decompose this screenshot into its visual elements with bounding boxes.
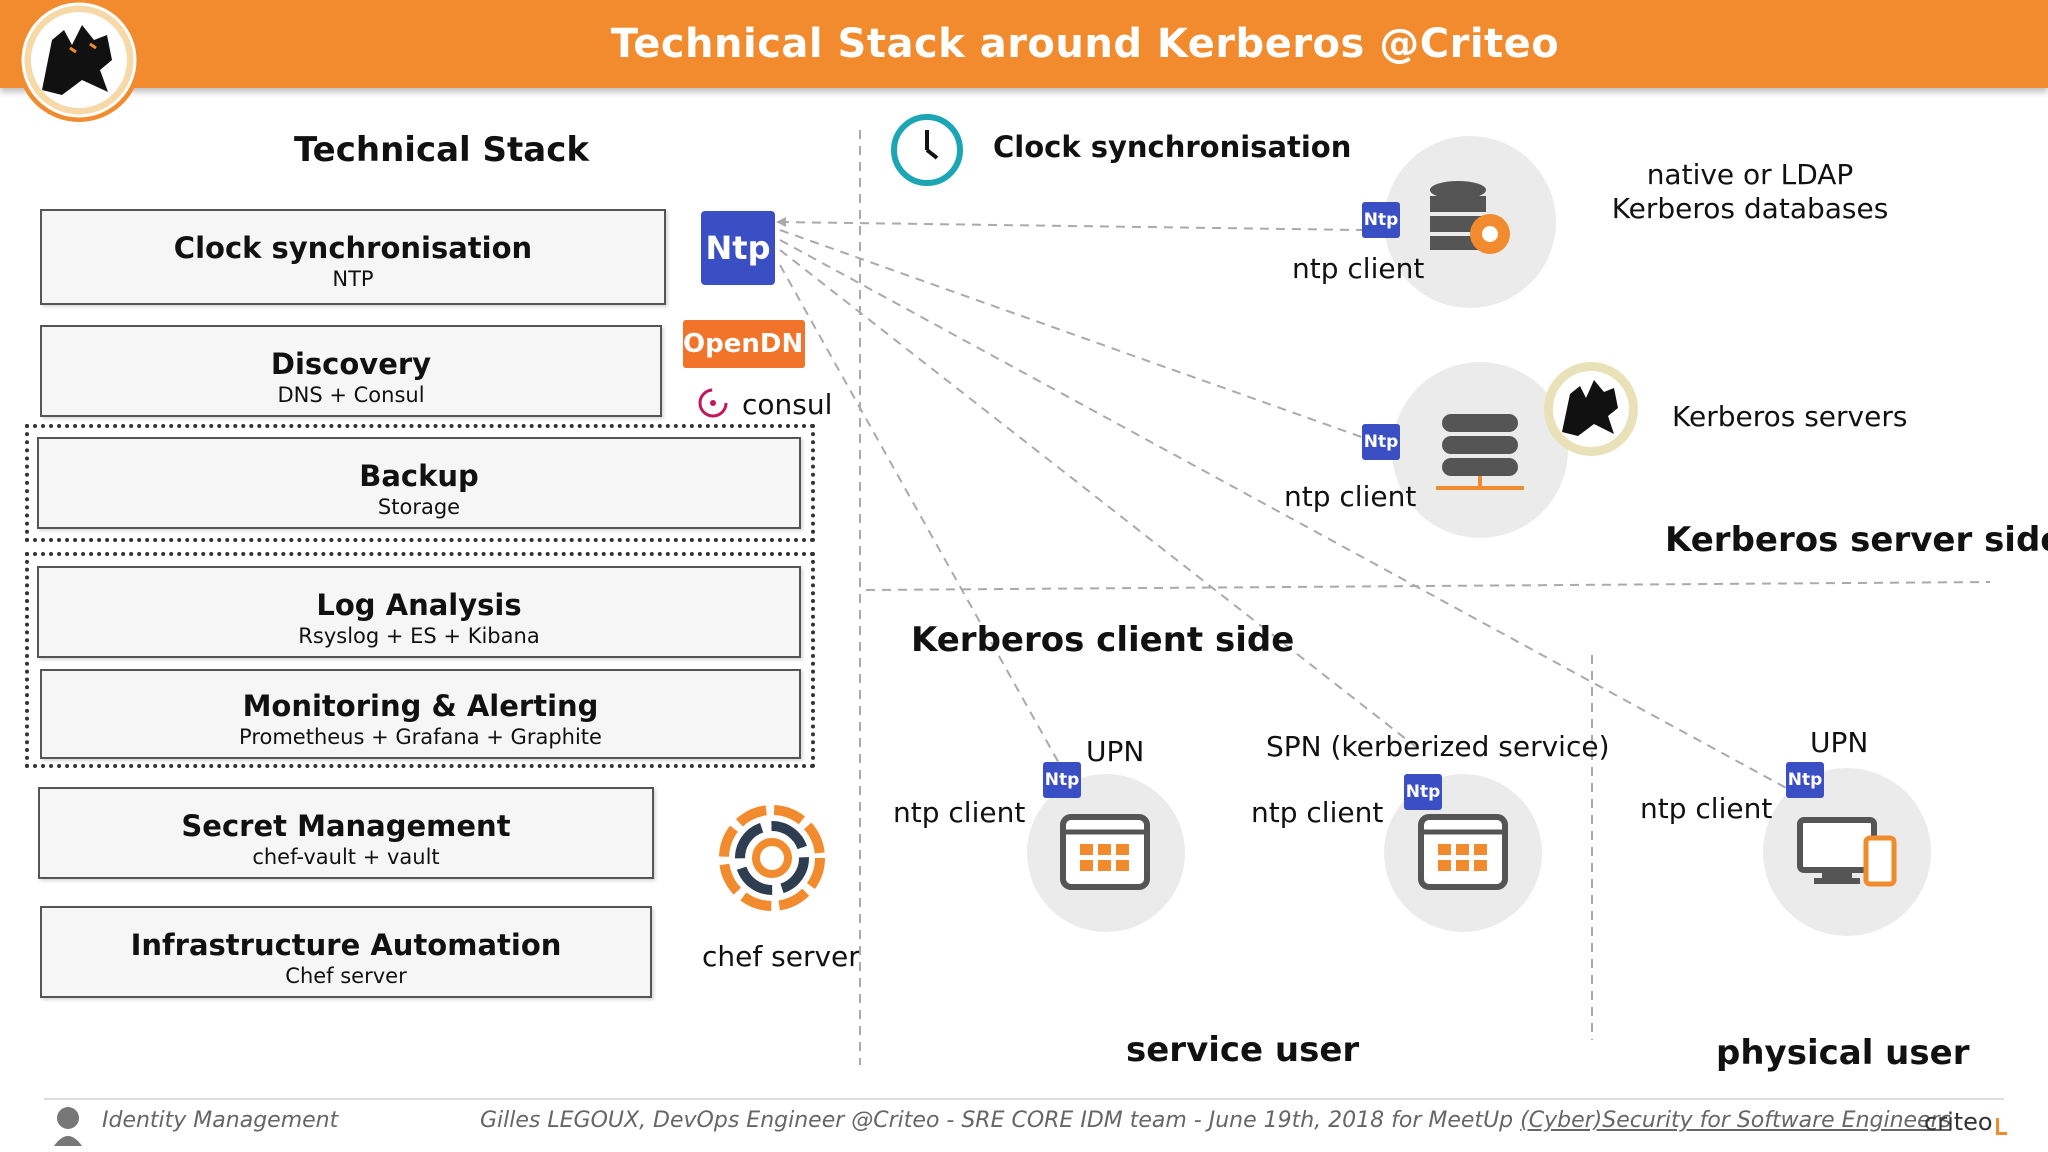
app-window-icon bbox=[1418, 814, 1508, 890]
clock-sync-heading: Clock synchronisation bbox=[993, 130, 1352, 164]
ntp-badge: Ntp bbox=[1786, 762, 1824, 798]
devices-icon bbox=[1797, 817, 1897, 887]
server-icon bbox=[1436, 414, 1524, 490]
footer-divider bbox=[44, 1098, 2004, 1100]
criteo-brand-mark bbox=[1996, 1118, 2007, 1135]
service-user-heading: service user bbox=[1126, 1030, 1360, 1070]
kerberos-servers-label: Kerberos servers bbox=[1672, 400, 1908, 433]
dotted-group-backup bbox=[25, 424, 815, 542]
header-bar bbox=[0, 0, 2048, 88]
box-title: Discovery bbox=[270, 347, 432, 381]
dotted-group-logs-monitoring bbox=[25, 552, 815, 768]
stack-box-secret: Secret Management chef-vault + vault bbox=[38, 787, 654, 879]
footer-section-title: Identity Management bbox=[102, 1108, 339, 1133]
box-title: Clock synchronisation bbox=[173, 231, 533, 265]
box-subtitle: DNS + Consul bbox=[277, 383, 425, 407]
box-title: Infrastructure Automation bbox=[130, 928, 562, 962]
criteo-brand: criteo bbox=[1924, 1108, 1993, 1136]
client-side-heading: Kerberos client side bbox=[911, 620, 1295, 660]
ntp-badge: Ntp bbox=[1362, 202, 1400, 238]
ntp-badge: Ntp bbox=[1362, 424, 1400, 460]
app-window-icon bbox=[1060, 814, 1150, 890]
box-title: Backup bbox=[359, 459, 479, 493]
server-side-heading: Kerberos server side bbox=[1665, 520, 2048, 560]
ntp-client-label: ntp client bbox=[1292, 252, 1425, 285]
box-subtitle: chef-vault + vault bbox=[252, 845, 440, 869]
box-title: Secret Management bbox=[181, 809, 511, 843]
stack-box-infra: Infrastructure Automation Chef server bbox=[40, 906, 652, 998]
box-title: Monitoring & Alerting bbox=[242, 689, 599, 723]
upn-label: UPN bbox=[1810, 726, 1869, 759]
ntp-client-label: ntp client bbox=[1251, 796, 1384, 829]
stack-box-backup: Backup Storage bbox=[37, 437, 801, 529]
physical-user-heading: physical user bbox=[1716, 1033, 1970, 1073]
clock-icon bbox=[891, 114, 963, 186]
box-subtitle: Prometheus + Grafana + Graphite bbox=[239, 725, 602, 749]
technical-stack-heading: Technical Stack bbox=[294, 130, 589, 170]
stack-box-discovery: Discovery DNS + Consul bbox=[40, 325, 662, 417]
ntp-client-label: ntp client bbox=[1640, 792, 1773, 825]
spn-label: SPN (kerberized service) bbox=[1266, 730, 1610, 763]
ntp-client-label: ntp client bbox=[1284, 480, 1417, 513]
footer-meetup-link[interactable]: (Cyber)Security for Software Engineers bbox=[1520, 1108, 1952, 1133]
footer-credit: Gilles LEGOUX, DevOps Engineer @Criteo -… bbox=[480, 1108, 1951, 1133]
footer-credit-text: Gilles LEGOUX, DevOps Engineer @Criteo -… bbox=[480, 1108, 1514, 1133]
opendns-logo: OpenDNS bbox=[683, 320, 822, 368]
slide-title: Technical Stack around Kerberos @Criteo bbox=[610, 21, 1560, 67]
box-subtitle: NTP bbox=[332, 267, 374, 291]
ntp-badge: Ntp bbox=[1404, 774, 1442, 810]
stack-box-monitoring: Monitoring & Alerting Prometheus + Grafa… bbox=[40, 669, 801, 759]
ntp-client-label: ntp client bbox=[893, 796, 1026, 829]
author-avatar-icon bbox=[54, 1107, 82, 1146]
upn-label: UPN bbox=[1086, 735, 1145, 768]
box-subtitle: Rsyslog + ES + Kibana bbox=[298, 624, 540, 648]
consul-icon bbox=[698, 388, 728, 418]
ntp-logo: Ntp bbox=[701, 211, 775, 285]
ntp-badge: Ntp bbox=[1043, 762, 1081, 798]
kerberos-logo bbox=[17, 0, 141, 122]
box-subtitle: Storage bbox=[377, 495, 461, 519]
box-title: Log Analysis bbox=[316, 588, 522, 622]
stack-box-log-analysis: Log Analysis Rsyslog + ES + Kibana bbox=[37, 566, 801, 658]
database-gear-icon bbox=[1430, 181, 1510, 254]
stack-box-clock: Clock synchronisation NTP bbox=[40, 209, 666, 305]
chef-server-label: chef server bbox=[702, 940, 860, 973]
consul-label: consul bbox=[742, 388, 833, 421]
box-subtitle: Chef server bbox=[285, 964, 407, 988]
kerberos-logo-small bbox=[1544, 362, 1638, 456]
chef-icon bbox=[719, 805, 825, 911]
db-label: native or LDAP Kerberos databases bbox=[1611, 158, 1889, 225]
